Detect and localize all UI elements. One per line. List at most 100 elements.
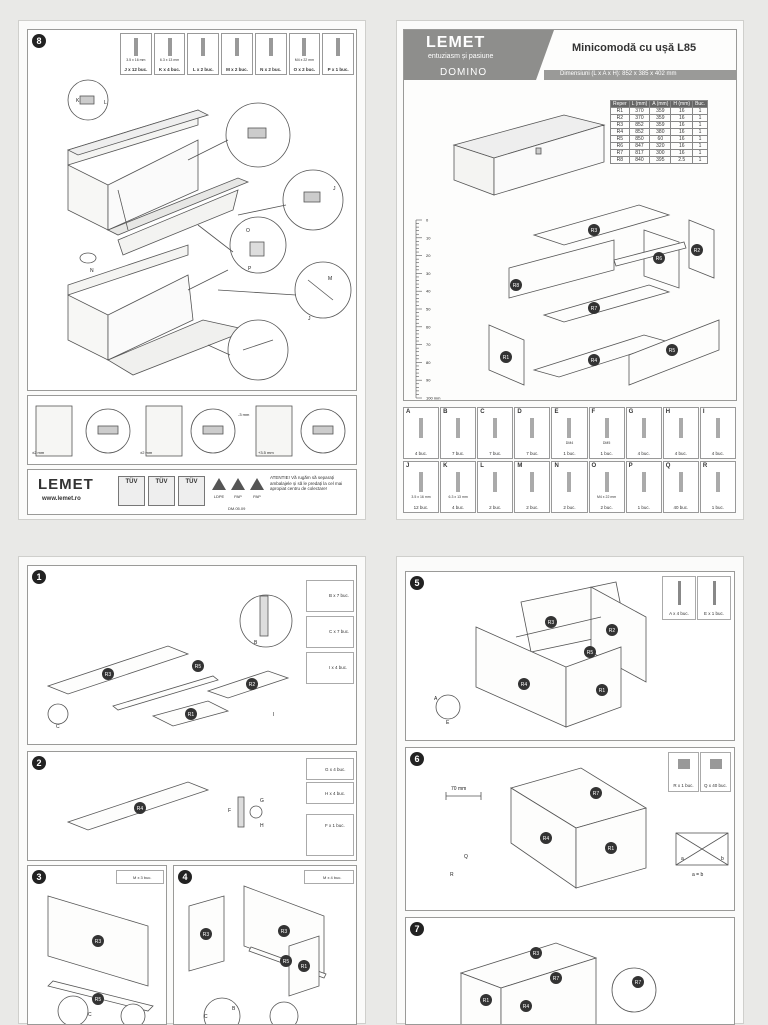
cert-badge: TÜV bbox=[118, 476, 145, 506]
screw-icon bbox=[234, 38, 239, 56]
hardware-dim: 6.3 x 13 mm bbox=[159, 58, 180, 62]
hardware-letter: N bbox=[554, 463, 559, 469]
callout-letter: C bbox=[204, 1014, 208, 1020]
hardware-letter: A bbox=[406, 409, 411, 415]
part-badge-label: R5 bbox=[283, 959, 290, 965]
part-badge-label: R4 bbox=[523, 1004, 530, 1010]
cert-badge: TÜV bbox=[148, 476, 175, 506]
part-badge-label: R3 bbox=[533, 951, 540, 957]
hardware-letter: B bbox=[443, 409, 448, 415]
ruler-label: 70 bbox=[426, 342, 431, 347]
hinge-adjust-panel: ±2 mm±2 mm-3 mm+3.5 mm bbox=[27, 395, 357, 465]
callouts: FGH bbox=[228, 798, 264, 829]
cert-badge: TÜV bbox=[178, 476, 205, 506]
hardware-dim: 3.5 x 16 mm bbox=[126, 58, 146, 62]
fitting-icon bbox=[456, 472, 461, 492]
adjust-value: ±2 mm bbox=[140, 450, 153, 455]
callout-letter: A bbox=[434, 696, 438, 702]
adjust-value: +3.5 mm bbox=[258, 450, 274, 455]
qty-label: F x 1 buc. bbox=[306, 814, 354, 856]
callout-letter: J bbox=[308, 316, 311, 322]
hardware-qty: 4 buc. bbox=[674, 451, 687, 456]
part-badge-circle bbox=[246, 678, 258, 690]
part-badge-circle bbox=[500, 351, 512, 363]
recycle-icon bbox=[231, 478, 245, 490]
part-badge-circle bbox=[691, 244, 703, 256]
ruler-label: 20 bbox=[426, 253, 431, 258]
hardware-cell: 6.3 x 13 mm K x 4 buc. bbox=[153, 33, 186, 75]
hardware-qty: 1 buc. bbox=[600, 451, 613, 456]
hardware-dim: 6.3 x 13 mm bbox=[448, 495, 468, 499]
part-badge-label: R7 bbox=[591, 306, 598, 312]
hardware-qty: 4 buc. bbox=[711, 451, 725, 456]
part-badge-circle bbox=[480, 994, 492, 1006]
part-badge-label: R1 bbox=[608, 846, 615, 852]
part-badge-label: R5 bbox=[195, 664, 202, 670]
hardware-qty: M x 2 buc. bbox=[226, 67, 248, 72]
callout-letter: C bbox=[56, 724, 60, 730]
part-badge-circle bbox=[596, 684, 608, 696]
hardware-qty: L x 2 buc. bbox=[192, 67, 214, 72]
hardware-cell: B 7 buc. bbox=[440, 407, 477, 459]
part-badge-circle bbox=[185, 708, 197, 720]
recycle-label: PAP bbox=[234, 494, 242, 499]
part-badge-circle bbox=[632, 976, 644, 988]
series-name: DOMINO bbox=[440, 67, 488, 78]
callout-letter: Q bbox=[464, 854, 468, 860]
ruler-label: 90 bbox=[426, 378, 431, 383]
callout-letter: O bbox=[246, 228, 250, 234]
callout-letter: L bbox=[104, 100, 107, 106]
hardware-qty: 4 buc. bbox=[452, 505, 465, 510]
page-cover: LEMET entuziasm și pasiune DOMINO Minico… bbox=[396, 20, 744, 520]
recycle-icon bbox=[212, 478, 226, 490]
cert-label: TÜV bbox=[125, 479, 138, 485]
fitting-icon bbox=[713, 581, 716, 605]
fitting-icon bbox=[678, 472, 683, 492]
qty-label: M x 4 buc. bbox=[304, 870, 354, 884]
hardware-letter: D bbox=[517, 409, 522, 415]
part-badge-circle bbox=[584, 646, 596, 658]
header-brand-box bbox=[404, 30, 554, 80]
qty-box: R x 1 buc.Q x 40 buc. bbox=[668, 752, 732, 792]
callout-letter: K bbox=[76, 98, 80, 104]
part-badge-label: R4 bbox=[591, 358, 598, 364]
qty-label: G x 4 buc. bbox=[306, 758, 354, 780]
dimension-bar bbox=[544, 70, 736, 80]
hardware-qty: K x 4 buc. bbox=[158, 67, 181, 72]
qty-label: A x 4 buc. bbox=[669, 611, 689, 616]
part-badge-label: R3 bbox=[95, 939, 102, 945]
certifications: TÜV TÜV TÜV bbox=[118, 476, 208, 508]
qty-cell: R x 1 buc. bbox=[668, 752, 699, 792]
hardware-qty: 2 buc. bbox=[489, 505, 502, 510]
hardware-qty: O x 2 buc. bbox=[293, 67, 316, 72]
qty-cell: A x 4 buc. bbox=[662, 576, 696, 620]
hardware-qty: 7 buc. bbox=[452, 451, 465, 456]
fitting-icon bbox=[678, 418, 683, 438]
hardware-cell: N x 2 buc. bbox=[254, 33, 287, 75]
fitting-icon bbox=[641, 472, 646, 492]
step-number: 8 bbox=[32, 34, 46, 48]
callout-letter: M bbox=[328, 276, 332, 282]
qty-cell: E x 1 buc. bbox=[697, 576, 731, 620]
fitting-icon bbox=[530, 418, 535, 438]
measure-label: 70 mm bbox=[451, 786, 466, 792]
hardware-qty: 7 buc. bbox=[489, 451, 502, 456]
callout-letter: N bbox=[90, 268, 94, 274]
callouts: C bbox=[88, 1012, 92, 1018]
adjust-value: -3 mm bbox=[238, 412, 250, 417]
hardware-dim: 3.5 x 16 mm bbox=[411, 495, 431, 499]
part-badge-circle bbox=[666, 344, 678, 356]
cert-label: TÜV bbox=[185, 479, 198, 485]
